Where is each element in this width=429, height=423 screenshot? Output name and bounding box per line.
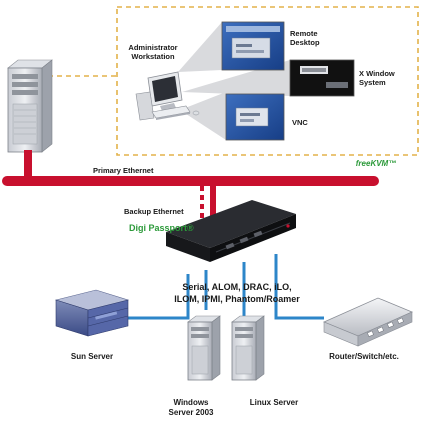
linux-server-icon xyxy=(231,315,265,381)
beam-remote-desktop xyxy=(178,22,222,72)
freekvm-dashed-box xyxy=(116,6,419,156)
sun-server-icon xyxy=(54,289,130,337)
x-window-screen-icon xyxy=(289,59,355,97)
windows-server-label-1: Windows xyxy=(173,398,209,407)
digi-passport-icon xyxy=(166,200,296,262)
serial-connection-lines xyxy=(128,254,324,326)
remote-desktop-screen-icon xyxy=(221,21,285,71)
beam-vnc xyxy=(180,92,226,140)
x-window-label-1: X Window xyxy=(359,69,395,78)
backup-ethernet-label: Backup Ethernet xyxy=(124,207,184,216)
admin-workstation-label-1: Administrator xyxy=(128,43,177,52)
protocols-label-1: Serial, ALOM, DRAC, iLO, xyxy=(182,282,291,292)
admin-workstation-label-2: Workstation xyxy=(131,52,175,61)
protocols-label-2: ILOM, IPMI, Phantom/Roamer xyxy=(174,294,300,304)
router-switch-icon xyxy=(322,297,414,347)
vnc-label: VNC xyxy=(292,118,308,127)
remote-desktop-label-2: Desktop xyxy=(290,38,320,47)
remote-desktop-label-1: Remote xyxy=(290,29,318,38)
server-ethernet-drop xyxy=(24,150,32,178)
windows-server-icon xyxy=(187,315,221,381)
digi-passport-label: Digi Passport® xyxy=(129,223,194,233)
primary-ethernet-bus xyxy=(2,176,379,186)
admin-workstation-icon xyxy=(135,71,200,121)
primary-ethernet-label: Primary Ethernet xyxy=(93,166,154,175)
x-window-label-2: System xyxy=(359,78,386,87)
freekvm-label: freeKVM™ xyxy=(356,159,396,168)
sun-server-label: Sun Server xyxy=(71,352,113,361)
primary-server-icon xyxy=(7,59,53,153)
passport-ethernet-drop xyxy=(210,184,216,224)
vnc-screen-icon xyxy=(225,93,285,141)
windows-server-label-2: Server 2003 xyxy=(169,408,214,417)
router-switch-label: Router/Switch/etc. xyxy=(329,352,399,361)
linux-server-label: Linux Server xyxy=(250,398,298,407)
